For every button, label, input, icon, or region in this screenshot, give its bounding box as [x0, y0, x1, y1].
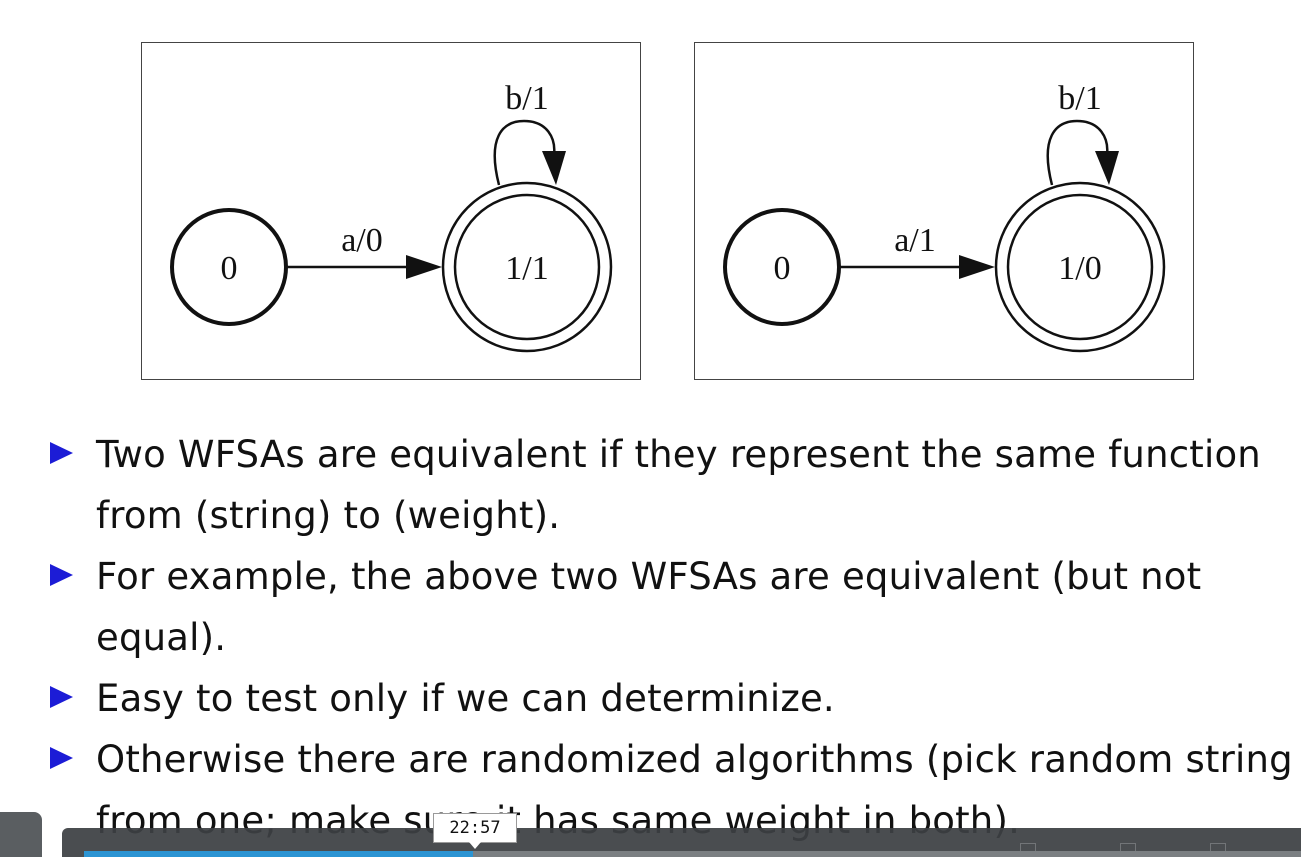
self-loop-label: b/1 — [1058, 80, 1101, 117]
self-loop-label: b/1 — [505, 80, 548, 117]
automaton-diagram-right: 0 a/1 1/0 b/1 — [694, 42, 1194, 380]
self-loop — [493, 119, 556, 186]
fullscreen-icon[interactable] — [1210, 843, 1226, 852]
automaton-graph-left: 0 a/0 1/1 b/1 — [170, 80, 613, 353]
triangle-bullet-icon — [50, 686, 73, 708]
bullet-text: Otherwise there are randomized algorithm… — [96, 738, 1293, 842]
bullet-item: Two WFSAs are equivalent if they represe… — [44, 424, 1294, 546]
final-state-outer-ring — [994, 181, 1166, 353]
final-state-label: 1/1 — [505, 250, 548, 287]
bullet-text: For example, the above two WFSAs are equ… — [96, 555, 1202, 659]
transition-label: a/0 — [341, 222, 383, 259]
final-state-label: 1/0 — [1058, 250, 1101, 287]
transition-label: a/1 — [894, 222, 936, 259]
progress-bar[interactable] — [84, 851, 1301, 857]
bullet-item: For example, the above two WFSAs are equ… — [44, 546, 1294, 668]
bullet-text: Easy to test only if we can determinize. — [96, 677, 835, 720]
arrowhead — [959, 255, 995, 279]
bullet-list: Two WFSAs are equivalent if they represe… — [44, 424, 1294, 851]
start-state-label: 0 — [221, 250, 238, 287]
automaton-diagram-left: 0 a/0 1/1 b/1 — [141, 42, 641, 380]
bullet-item: Easy to test only if we can determinize. — [44, 668, 1294, 729]
final-state-inner-ring — [1006, 193, 1154, 341]
self-loop-arrowhead — [1095, 151, 1119, 185]
player-side-button[interactable] — [0, 812, 42, 857]
automaton-graph-right: 0 a/1 1/0 b/1 — [723, 80, 1166, 353]
triangle-bullet-icon — [50, 442, 73, 464]
self-loop-arrowhead — [542, 151, 566, 185]
bullet-text: Two WFSAs are equivalent if they represe… — [96, 433, 1261, 537]
captions-icon[interactable] — [1020, 843, 1036, 852]
progress-bar-fill — [84, 851, 474, 857]
final-state-outer-ring — [441, 181, 613, 353]
seek-time-tooltip: 22:57 — [433, 813, 517, 849]
final-state-inner-ring — [453, 193, 601, 341]
self-loop — [1046, 119, 1109, 186]
settings-icon[interactable] — [1120, 843, 1136, 852]
triangle-bullet-icon — [50, 564, 73, 586]
start-state-label: 0 — [774, 250, 791, 287]
triangle-bullet-icon — [50, 747, 73, 769]
arrowhead — [406, 255, 442, 279]
